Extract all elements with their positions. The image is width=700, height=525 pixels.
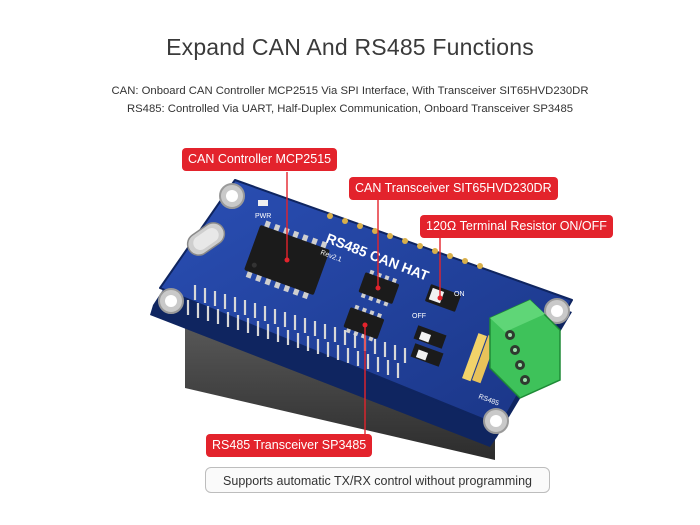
on-label: ON [454, 291, 465, 298]
mounting-holes [158, 183, 570, 434]
callout-can-controller: CAN Controller MCP2515 [182, 148, 338, 171]
gpio-header-pins [186, 285, 407, 378]
description-can: CAN: Onboard CAN Controller MCP2515 Via … [111, 85, 589, 97]
crystal-oscillator [186, 222, 226, 256]
callout-rs485-transceiver: RS485 Transceiver SP3485 [206, 434, 373, 457]
description-rs485: RS485: Controlled Via UART, Half-Duplex … [126, 103, 574, 115]
jumper-switches [410, 325, 447, 367]
terminal-block [489, 299, 561, 399]
callout-can-transceiver: CAN Transceiver SIT65HVD230DR [349, 177, 558, 200]
bottom-note: Supports automatic TX/RX control without… [205, 467, 550, 493]
pwr-label: PWR [255, 213, 271, 220]
page-title: Expand CAN And RS485 Functions [166, 34, 534, 60]
callout-terminal-resistor: 120Ω Terminal Resistor ON/OFF [420, 215, 613, 238]
off-label: OFF [412, 313, 426, 320]
